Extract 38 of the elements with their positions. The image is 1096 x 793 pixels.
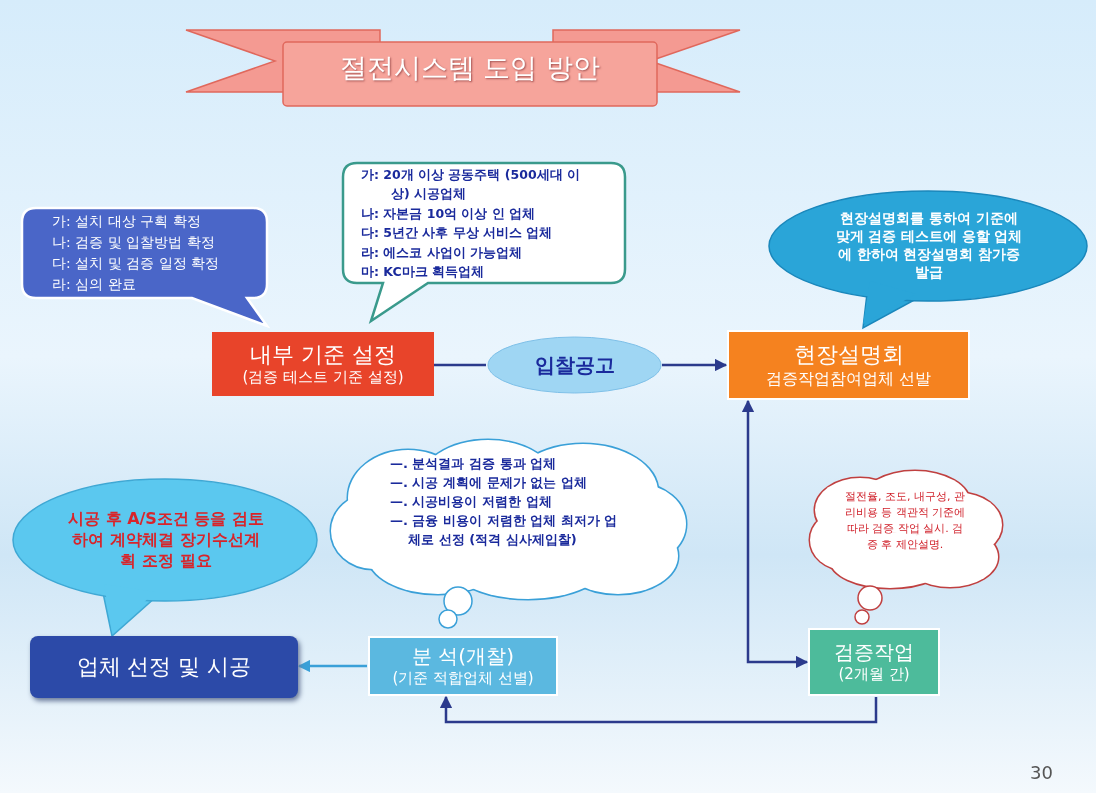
callout-text: 가: 설치 대상 구획 확정 <box>52 212 201 231</box>
cloud-text: 절전율, 조도, 내구성, 관리비용 등 객관적 기준에 따라 검증 작업 실시. 검증 후 제안설명. <box>844 489 966 553</box>
box-subtitle: (검증 테스트 기준 설정) <box>242 368 404 388</box>
callout-text: 가: 20개 이상 공동주택 (500세대 이상) 시공업체 <box>361 165 581 203</box>
box-title: 검증작업 <box>834 640 914 666</box>
cloud-text: —. 시공비용이 저렴한 업체 <box>390 493 552 511</box>
callout-text: 마: KC마크 획득업체 <box>361 263 484 281</box>
callout-text: 현장설명회를 통하여 기준에 맞게 검증 테스트에 응할 업체에 한하여 현장설명회 참가증 발급 <box>834 210 1024 282</box>
box-subtitle: 검증작업참여업체 선발 <box>765 368 932 389</box>
callout-text: 다: 5년간 사후 무상 서비스 업체 <box>361 224 553 242</box>
box-title: 내부 기준 설정 <box>250 340 396 369</box>
page-number: 30 <box>1030 762 1053 783</box>
process-box <box>212 332 434 396</box>
box-title: 업체 선정 및 시공 <box>76 653 252 681</box>
callout-text: 나: 자본금 10억 이상 인 업체 <box>361 204 536 223</box>
cloud-text: —. 시공 계획에 문제가 없는 업체 <box>390 474 587 492</box>
arrow <box>662 358 728 372</box>
process-box <box>808 628 940 696</box>
arrow <box>741 399 809 669</box>
box-subtitle: (기준 적합업체 선별) <box>392 669 534 688</box>
callout-text: 시공 후 A/S조건 등을 검토하여 계약체결 장기수선계획 조정 필요 <box>67 508 265 572</box>
process-box <box>727 330 970 400</box>
callout-text: 라: 에스코 사업이 가능업체 <box>361 243 523 262</box>
title: 절전시스템 도입 방안 <box>338 51 602 85</box>
callout-text: 나: 검증 및 입찰방법 확정 <box>52 233 215 252</box>
arrow <box>439 695 878 724</box>
arrow <box>297 659 367 673</box>
connector-line <box>434 363 486 367</box>
process-box <box>30 636 298 698</box>
ellipse-text: 입찰공고 <box>534 351 615 379</box>
callout-text: 다: 설치 및 검증 일정 확정 <box>52 254 219 273</box>
cloud-text: —. 금융 비용이 저렴한 업체 최저가 업체로 선정 (적격 심사제입찰) <box>390 512 619 549</box>
callout-text: 라: 심의 완료 <box>52 275 136 294</box>
box-subtitle: (2개월 간) <box>838 665 910 684</box>
cloud-text: —. 분석결과 검증 통과 업체 <box>390 455 557 473</box>
box-title: 분 석(개찰) <box>412 644 514 670</box>
box-title: 현장설명회 <box>793 341 904 369</box>
process-box <box>368 636 558 696</box>
